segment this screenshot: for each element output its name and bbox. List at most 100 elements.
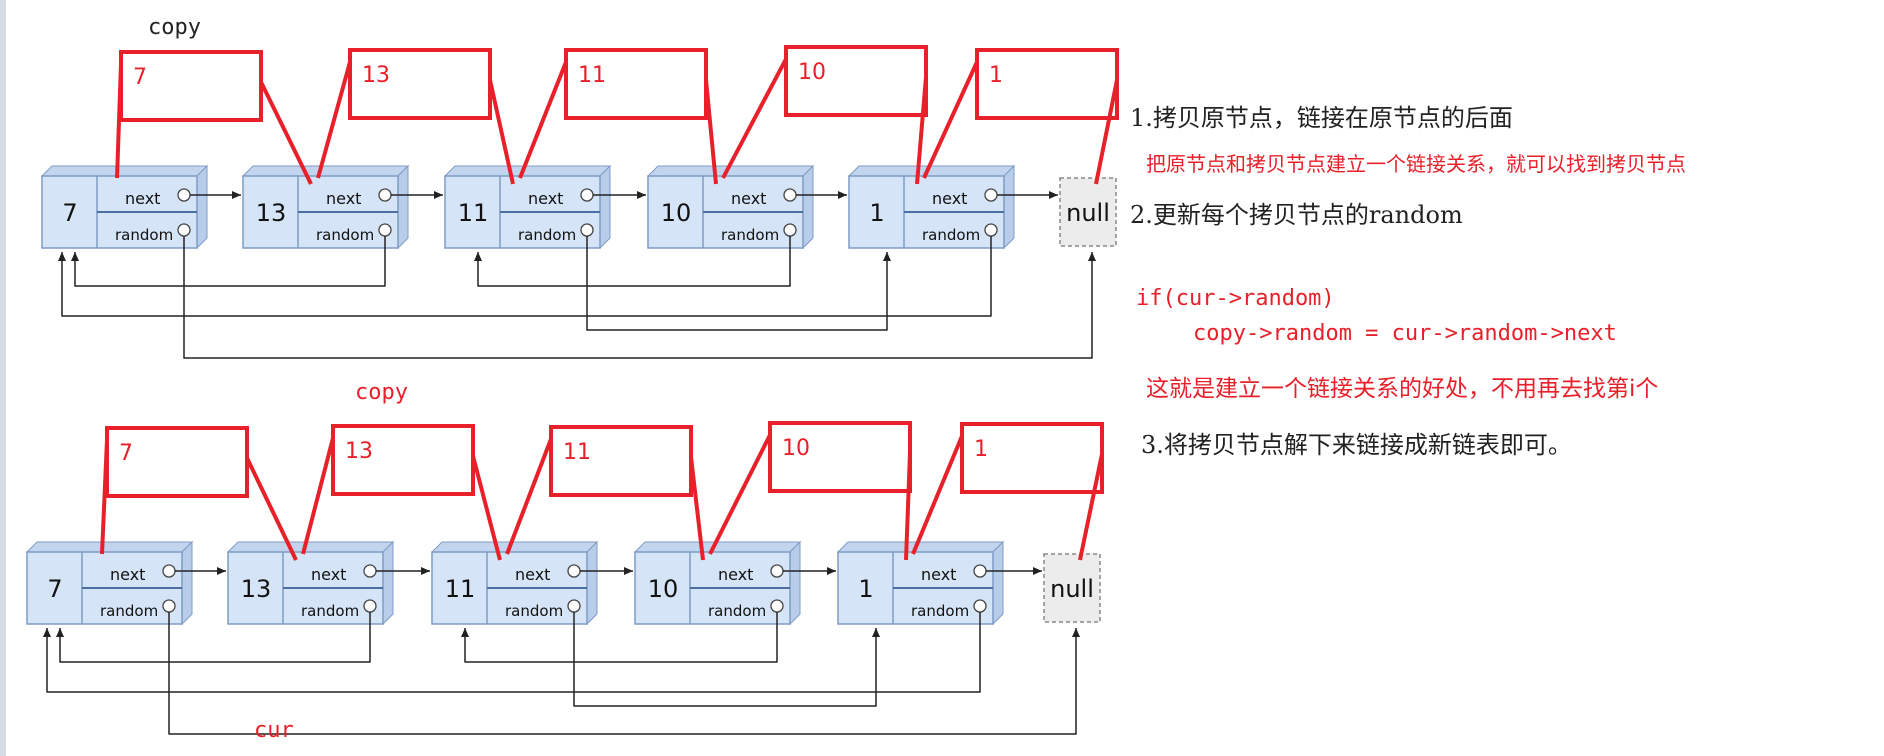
copy-value: 11	[563, 440, 591, 465]
node-next-label: next	[932, 189, 967, 208]
diagram-bottom: 7nextrandom13nextrandom11nextrandom10nex…	[25, 421, 1104, 735]
node-side-face	[397, 164, 409, 250]
copy-in-link	[301, 437, 335, 555]
random-pointer-dot	[177, 223, 191, 237]
next-pointer-dot	[580, 188, 594, 202]
copy-in-link	[922, 61, 979, 179]
random-arrow-10-to-11	[461, 612, 778, 663]
code-line-2: copy->random = cur->random->next	[1193, 321, 1617, 346]
copy-value: 1	[974, 437, 988, 462]
copy-in-link	[100, 439, 109, 555]
node-random-label: random	[316, 226, 374, 244]
cur-pointer-label: cur	[254, 718, 294, 743]
code-line-1: if(cur->random)	[1136, 286, 1335, 311]
node-random-label: random	[721, 226, 779, 244]
copy-value: 10	[782, 436, 810, 461]
node-value: 7	[62, 199, 77, 227]
random-arrow-11-to-1	[586, 236, 891, 331]
node-next-label: next	[515, 565, 550, 584]
node-next-label: next	[311, 565, 346, 584]
node-value: 1	[869, 199, 884, 227]
copy-out-link	[704, 79, 718, 185]
copy-in-link	[721, 58, 788, 179]
bottom-copy-label: copy	[355, 380, 408, 405]
node-random-label: random	[911, 602, 969, 620]
copy-in-link	[708, 434, 772, 555]
node-next-label: next	[921, 565, 956, 584]
step2-text: 2.更新每个拷贝节点的random	[1130, 201, 1463, 229]
node-side-face	[992, 540, 1004, 626]
next-pointer-dot	[783, 188, 797, 202]
node-random-label: random	[518, 226, 576, 244]
copy-in-link	[316, 61, 352, 179]
copy-node-4: 10	[708, 421, 912, 561]
next-pointer-dot	[162, 564, 176, 578]
random-pointer-dot	[567, 599, 581, 613]
copy-node-3: 11	[505, 425, 705, 561]
random-pointer-dot	[162, 599, 176, 613]
copy-node-3: 11	[518, 48, 718, 185]
random-pointer-dot	[580, 223, 594, 237]
copy-node-2: 13	[301, 424, 502, 561]
random-arrow-7-to-null	[183, 236, 1096, 359]
step1-text: 1.拷贝原节点，链接在原节点的后面	[1130, 104, 1513, 132]
copy-node-2: 13	[316, 48, 515, 185]
node-4: 10 next random	[646, 164, 815, 250]
node-value: 13	[256, 199, 287, 227]
random-pointer-dot	[770, 599, 784, 613]
null-box	[1043, 553, 1101, 623]
copy-out-link	[245, 457, 298, 561]
node-side-face	[586, 540, 598, 626]
node-top-face	[40, 165, 209, 177]
copy-out-link	[488, 79, 515, 185]
step3-text: 3.将拷贝节点解下来链接成新链表即可。	[1141, 431, 1572, 459]
node-next-label: next	[731, 189, 766, 208]
null-label: null	[1050, 575, 1094, 603]
next-pointer-dot	[177, 188, 191, 202]
node-side-face	[1003, 164, 1015, 250]
node-value: 10	[648, 575, 679, 603]
node-side-face	[382, 540, 394, 626]
node-top-face	[430, 541, 599, 553]
copy-out-link	[689, 456, 705, 561]
node-top-face	[241, 165, 410, 177]
random-arrow-10-to-11	[474, 236, 791, 287]
random-arrow-1-to-7	[58, 236, 992, 317]
copy-node-5: 1	[922, 48, 1119, 185]
node-random-label: random	[115, 226, 173, 244]
random-arrow-1-to-7	[43, 612, 981, 693]
copy-in-link	[505, 438, 553, 555]
copy-out-link	[1094, 79, 1119, 185]
node-next-label: next	[528, 189, 563, 208]
random-arrow-7-to-null	[168, 612, 1080, 735]
copy-out-link	[904, 452, 912, 561]
node-random-label: random	[301, 602, 359, 620]
copy-value: 13	[345, 439, 373, 464]
null-node: null	[1043, 553, 1101, 623]
next-pointer-dot	[378, 188, 392, 202]
step1-detail-text: 把原节点和拷贝节点建立一个链接关系，就可以找到拷贝节点	[1146, 152, 1686, 176]
next-pointer-dot	[567, 564, 581, 578]
copy-in-link	[518, 61, 568, 179]
copy-value: 1	[989, 63, 1003, 88]
copy-out-link	[915, 76, 928, 185]
copy-value: 10	[798, 60, 826, 85]
node-random-label: random	[708, 602, 766, 620]
random-pointer-dot	[984, 223, 998, 237]
random-pointer-dot	[363, 599, 377, 613]
node-side-face	[789, 540, 801, 626]
null-label: null	[1066, 199, 1110, 227]
node-value: 10	[661, 199, 692, 227]
copy-value: 7	[119, 441, 133, 466]
random-arrow-13-to-7	[56, 612, 371, 663]
random-pointer-dot	[973, 599, 987, 613]
